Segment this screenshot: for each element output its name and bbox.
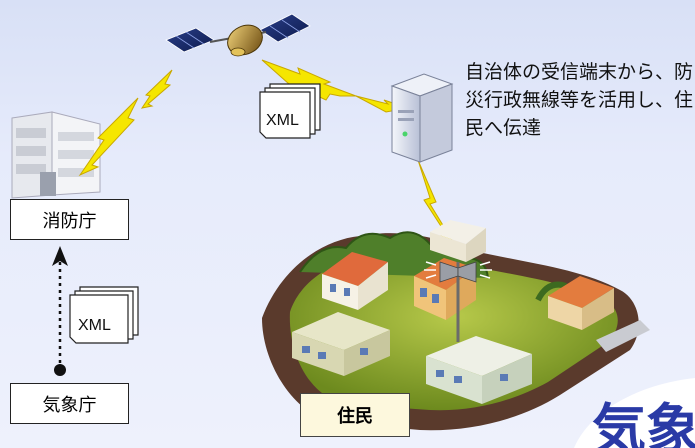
- xml-document-icon: XML: [259, 83, 321, 139]
- corner-text: 気象: [574, 378, 695, 448]
- dotted-arrow: [52, 246, 68, 376]
- server-icon: [390, 73, 454, 163]
- house-icon: [322, 252, 388, 310]
- house-icon: [430, 220, 486, 262]
- corner-text-label: 気象: [592, 398, 695, 448]
- house-icon: [426, 336, 532, 404]
- xml-label-lower: XML: [78, 317, 111, 334]
- satellite-icon: [165, 13, 311, 57]
- residents-label: 住民: [300, 393, 410, 437]
- loudspeaker-pole-icon: [424, 261, 492, 342]
- lightning-bolt-icon: [78, 69, 173, 177]
- fdma-label: 消防庁: [10, 199, 129, 240]
- jma-label: 気象庁: [10, 383, 129, 424]
- house-icon: [292, 312, 390, 376]
- xml-document-icon: XML: [69, 286, 139, 344]
- house-icon: [548, 276, 614, 330]
- description-text: 自治体の受信端末から、防災行政無線等を活用し、住民へ伝達: [465, 61, 694, 139]
- residential-town-illustration: [262, 220, 650, 431]
- office-building-icon: [11, 111, 101, 199]
- xml-label-upper: XML: [266, 112, 299, 129]
